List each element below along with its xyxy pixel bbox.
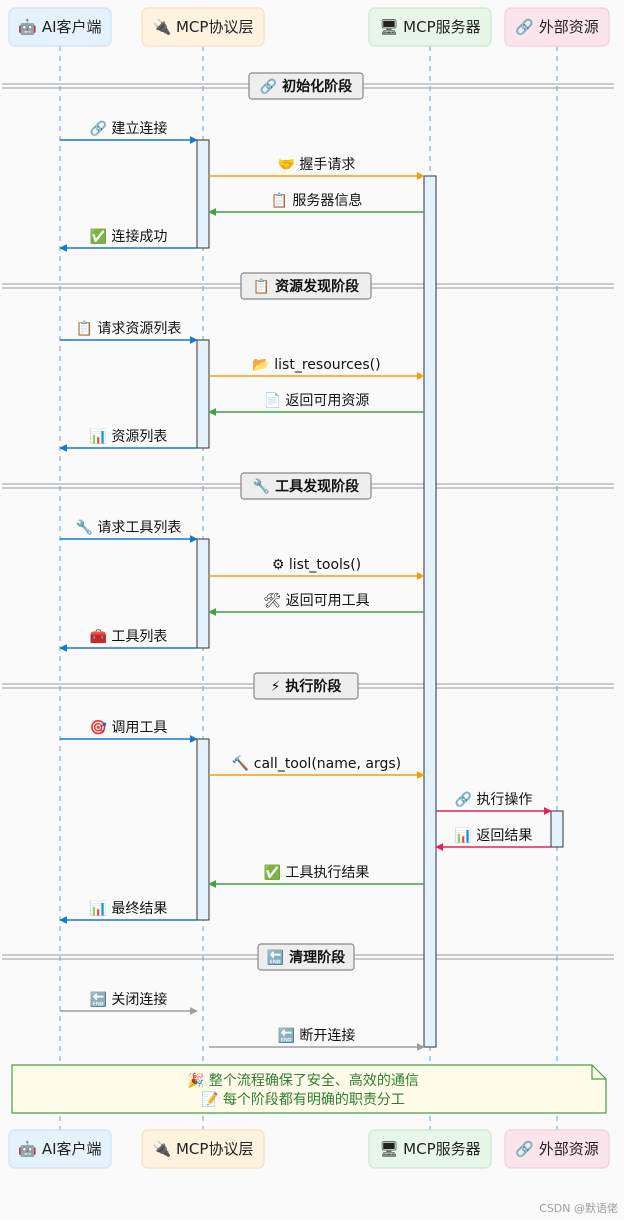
participant-label: 🔗 外部资源 xyxy=(515,17,598,36)
phase-label: ⚡ 执行阶段 xyxy=(271,678,342,695)
message-label: 📋 请求资源列表 xyxy=(76,320,182,337)
participant-server-bottom: 🖥 MCP服务器 xyxy=(368,1129,492,1169)
message: 📊 资源列表 xyxy=(59,428,197,452)
message: ✅ 连接成功 xyxy=(59,228,197,252)
phase-separator: 📋 资源发现阶段 xyxy=(2,272,614,300)
message-label: 📊 返回结果 xyxy=(455,827,533,844)
activation-bar xyxy=(196,738,210,921)
message-label: ✅ 工具执行结果 xyxy=(264,864,370,881)
phase-label: 🔧 工具发现阶段 xyxy=(253,477,359,495)
message-label: 📋 服务器信息 xyxy=(271,192,363,209)
message: 📄 返回可用资源 xyxy=(208,392,424,416)
participant-server-top: 🖥 MCP服务器 xyxy=(368,7,492,47)
message: 📋 请求资源列表 xyxy=(60,320,198,344)
activation-bar xyxy=(196,139,210,249)
message: 🔚 断开连接 xyxy=(209,1027,425,1051)
message-label: 📂 list_resources() xyxy=(252,357,380,373)
message-label: 🧰 工具列表 xyxy=(90,629,168,645)
participant-label: 🤖 AI客户端 xyxy=(18,18,101,36)
message: 🔨 call_tool(name, args) xyxy=(209,755,425,779)
message: 🔧 请求工具列表 xyxy=(60,518,198,543)
phase-separator: ⚡ 执行阶段 xyxy=(2,672,614,700)
activation-bar xyxy=(423,175,437,1048)
message: 🎯 调用工具 xyxy=(60,719,198,743)
message: ⚙ list_tools() xyxy=(209,557,425,580)
message-label: 🔚 断开连接 xyxy=(278,1027,356,1044)
note-line: 🎉 整个流程确保了安全、高效的通信 xyxy=(187,1072,419,1089)
activation-bar xyxy=(550,810,564,848)
phase-label: 🔗 初始化阶段 xyxy=(260,77,352,95)
message: 📋 服务器信息 xyxy=(208,192,424,216)
message-label: 🔗 建立连接 xyxy=(90,119,168,137)
participant-label: 🔗 外部资源 xyxy=(515,1139,598,1158)
message: 🧰 工具列表 xyxy=(59,629,197,652)
participant-label: 🖥 MCP服务器 xyxy=(379,18,480,36)
participant-label: 🖥 MCP服务器 xyxy=(379,1140,480,1158)
message: 🔗 建立连接 xyxy=(60,119,198,144)
message-label: 🤝 握手请求 xyxy=(278,157,356,173)
participant-client-bottom: 🤖 AI客户端 xyxy=(8,1129,112,1169)
watermark: CSDN @默语佬 xyxy=(539,1201,618,1215)
phase-label: 🔚 清理阶段 xyxy=(267,949,345,966)
note-box: 🎉 整个流程确保了安全、高效的通信 📝 每个阶段都有明确的职责分工 xyxy=(11,1064,607,1114)
participant-mcp-bottom: 🔌 MCP协议层 xyxy=(141,1129,265,1169)
message-label: 🎯 调用工具 xyxy=(90,719,168,736)
message-label: 🔚 关闭连接 xyxy=(90,991,168,1008)
message: 🔗 执行操作 xyxy=(436,790,552,815)
message-label: 🛠 返回可用工具 xyxy=(263,593,369,609)
message: 📊 返回结果 xyxy=(435,827,551,851)
phase-separator: 🔧 工具发现阶段 xyxy=(2,472,614,500)
message-label: 🔧 请求工具列表 xyxy=(76,518,182,536)
participant-mcp-top: 🔌 MCP协议层 xyxy=(141,7,265,47)
phase-separator: 🔚 清理阶段 xyxy=(2,943,614,971)
message-label: 🔨 call_tool(name, args) xyxy=(232,755,401,772)
message-label: ✅ 连接成功 xyxy=(90,228,168,245)
participant-label: 🤖 AI客户端 xyxy=(18,1140,101,1158)
message-label: 📄 返回可用资源 xyxy=(264,392,370,409)
message: 🤝 握手请求 xyxy=(209,157,425,180)
phase-separator: 🔗 初始化阶段 xyxy=(2,72,614,100)
participant-label: 🔌 MCP协议层 xyxy=(153,18,254,36)
activation-bar xyxy=(196,538,210,649)
message-label: ⚙ list_tools() xyxy=(272,557,361,573)
message-label: 🔗 执行操作 xyxy=(455,790,533,808)
participant-ext-bottom: 🔗 外部资源 xyxy=(504,1129,610,1169)
phase-label: 📋 资源发现阶段 xyxy=(253,278,359,295)
participant-client-top: 🤖 AI客户端 xyxy=(8,7,112,47)
message: 🔚 关闭连接 xyxy=(60,991,198,1015)
message: 📂 list_resources() xyxy=(209,357,425,380)
message-label: 📊 资源列表 xyxy=(90,428,168,445)
message: 🛠 返回可用工具 xyxy=(208,593,424,616)
message: ✅ 工具执行结果 xyxy=(208,864,424,888)
participant-label: 🔌 MCP协议层 xyxy=(153,1140,254,1158)
activation-bar xyxy=(196,339,210,449)
participant-ext-top: 🔗 外部资源 xyxy=(504,7,610,47)
message: 📊 最终结果 xyxy=(59,900,197,924)
message-label: 📊 最终结果 xyxy=(90,900,168,917)
note-line: 📝 每个阶段都有明确的职责分工 xyxy=(201,1091,405,1108)
